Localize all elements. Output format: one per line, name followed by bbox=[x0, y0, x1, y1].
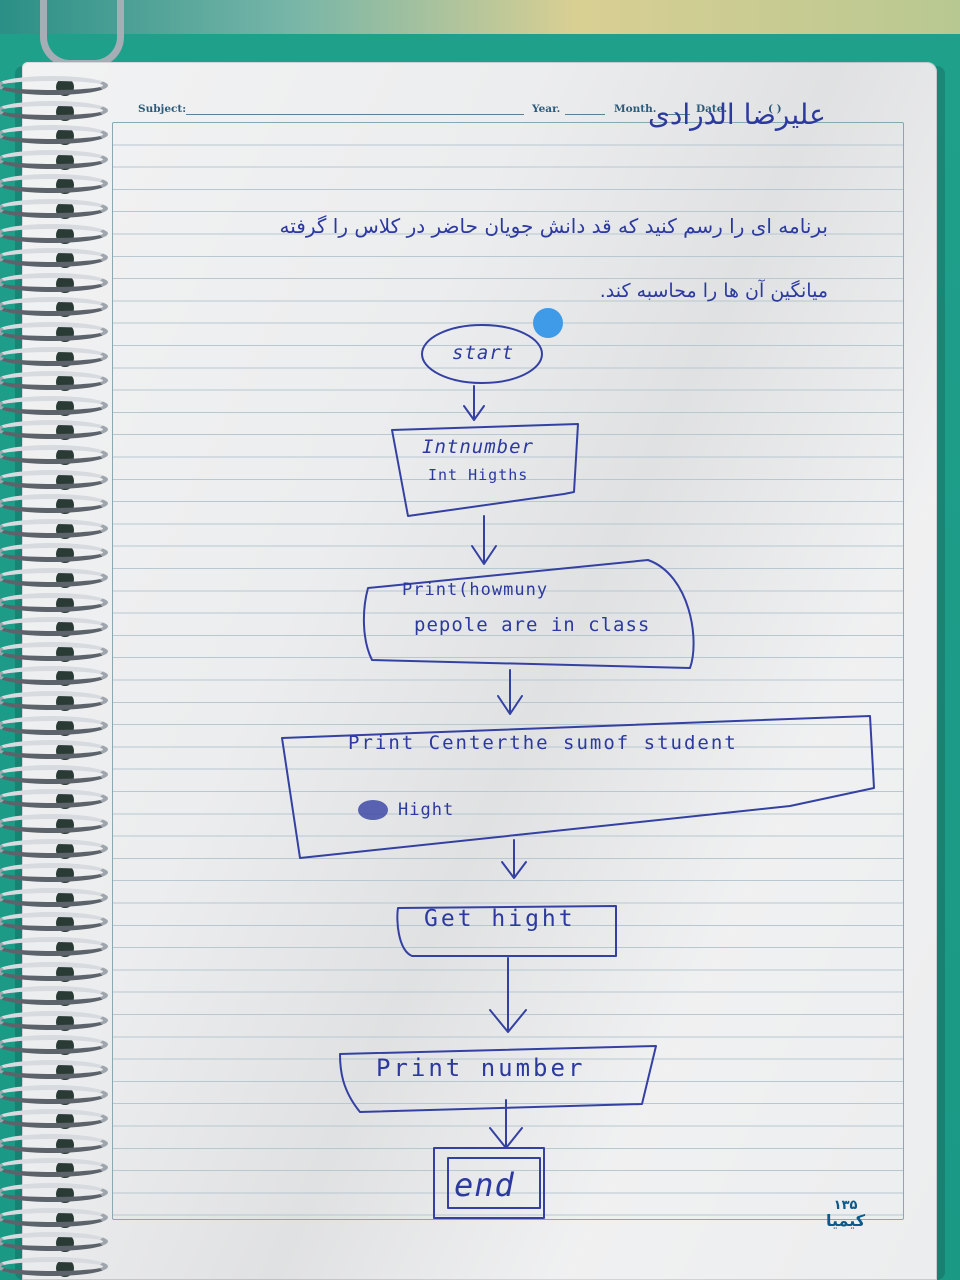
spiral-ring bbox=[0, 789, 108, 809]
spiral-ring bbox=[0, 986, 108, 1006]
subject-label: Subject: bbox=[138, 103, 187, 115]
spiral-ring bbox=[0, 912, 108, 932]
spiral-ring bbox=[0, 371, 108, 391]
spiral-ring bbox=[0, 641, 108, 661]
subject-rule bbox=[186, 114, 524, 115]
binder-clip bbox=[40, 0, 124, 67]
spiral-ring bbox=[0, 125, 108, 145]
spiral-ring bbox=[0, 1183, 108, 1202]
spiral-ring bbox=[0, 445, 108, 464]
spiral-ring bbox=[0, 764, 108, 784]
flow-end-text: end bbox=[454, 1166, 515, 1204]
backdrop-top-strip bbox=[0, 0, 960, 34]
question-line-1: برنامه ای را رسم کنید که قد دانش جویان ح… bbox=[279, 214, 828, 238]
ink-scribble bbox=[358, 800, 388, 820]
spiral-ring bbox=[0, 715, 108, 735]
spiral-ring bbox=[0, 592, 108, 612]
spiral-ring bbox=[0, 617, 108, 637]
spiral-ring bbox=[0, 76, 108, 95]
flow-print2-line-2: Hight bbox=[398, 800, 455, 820]
spiral-ring bbox=[0, 863, 108, 883]
spiral-ring bbox=[0, 223, 108, 243]
spiral-ring bbox=[0, 346, 108, 366]
spiral-ring bbox=[0, 199, 108, 218]
flow-get-text: Get hight bbox=[424, 906, 576, 932]
spiral-ring bbox=[0, 887, 108, 907]
spiral-ring bbox=[0, 1158, 108, 1178]
spiral-ring bbox=[0, 666, 108, 686]
date-label: Date. bbox=[696, 103, 728, 115]
spiral-ring bbox=[0, 543, 108, 563]
spiral-ring bbox=[0, 1060, 108, 1079]
ruled-writing-area bbox=[112, 122, 904, 1220]
spiral-ring bbox=[0, 1256, 108, 1276]
brand-name: کیمیا bbox=[826, 1211, 866, 1230]
flow-print1-line-2: pepole are in class bbox=[414, 614, 651, 636]
marker-dot bbox=[533, 308, 563, 338]
spiral-ring bbox=[0, 1133, 108, 1153]
spiral-ring bbox=[0, 1035, 108, 1055]
flow-start-text: start bbox=[452, 342, 515, 364]
spiral-ring bbox=[0, 1232, 108, 1252]
notebook-brand-logo: ۱۳۵ کیمیا bbox=[826, 1198, 866, 1230]
year-rule bbox=[565, 114, 605, 115]
page-number: ۱۳۵ bbox=[833, 1198, 858, 1213]
spiral-ring bbox=[0, 691, 108, 710]
spiral-ring bbox=[0, 518, 108, 538]
page-header: Subject: Year. Month. Date. ( ) bbox=[112, 96, 902, 120]
month-rule bbox=[658, 114, 690, 115]
spiral-ring bbox=[0, 297, 108, 317]
author-name: علیرضا الدرادی bbox=[648, 98, 826, 131]
spiral-ring bbox=[0, 420, 108, 440]
date-brackets: ( ) bbox=[768, 103, 782, 115]
spiral-ring bbox=[0, 272, 108, 292]
flow-input-line-1: Intnumber bbox=[422, 436, 534, 458]
spiral-ring bbox=[0, 149, 108, 169]
spiral-ring bbox=[0, 838, 108, 858]
spiral-ring bbox=[0, 937, 108, 956]
question-line-2: میانگین آن ها را محاسبه کند. bbox=[599, 280, 828, 302]
flow-print2-line-1: Print Centerthe sumof student bbox=[348, 732, 738, 754]
spiral-ring bbox=[0, 494, 108, 514]
spiral-ring bbox=[0, 1010, 108, 1030]
spiral-ring bbox=[0, 568, 108, 587]
flow-input-line-2: Int Higths bbox=[428, 466, 529, 484]
spiral-ring bbox=[0, 1207, 108, 1227]
spiral-ring bbox=[0, 814, 108, 833]
spiral-ring bbox=[0, 248, 108, 268]
spiral-ring bbox=[0, 740, 108, 760]
spiral-ring bbox=[0, 469, 108, 489]
month-label: Month. bbox=[614, 103, 657, 115]
spiral-ring bbox=[0, 174, 108, 194]
spiral-ring bbox=[0, 100, 108, 120]
spiral-ring bbox=[0, 395, 108, 415]
year-label: Year. bbox=[532, 103, 561, 115]
spiral-ring bbox=[0, 1109, 108, 1129]
spiral-ring bbox=[0, 1084, 108, 1104]
spiral-ring bbox=[0, 961, 108, 981]
spiral-ring bbox=[0, 322, 108, 341]
flow-print3-text: Print number bbox=[376, 1054, 586, 1082]
flow-print1-line-1: Print(howmuny bbox=[402, 580, 549, 600]
